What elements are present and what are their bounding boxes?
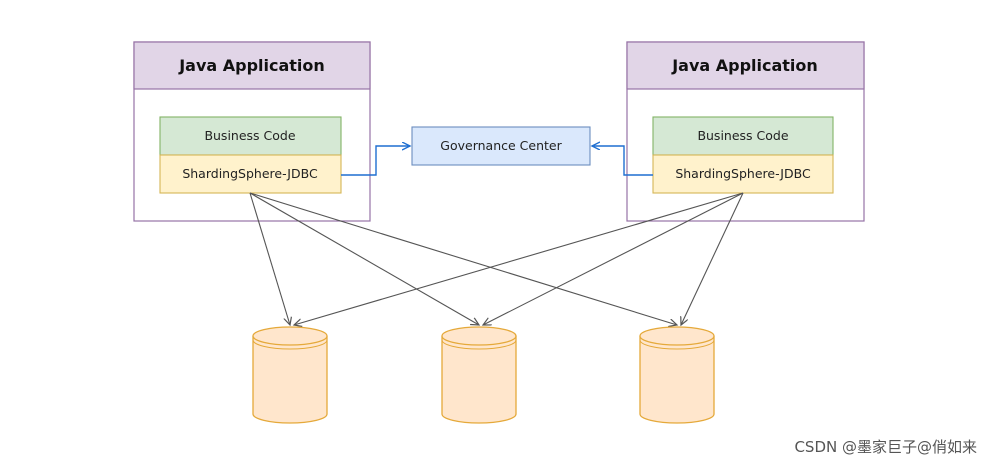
- arrow-left-jdbc-to-db3: [249, 192, 677, 325]
- business-code-box-right: [652, 116, 834, 156]
- app-header-right: [626, 41, 865, 90]
- connector-left-to-governance: [341, 146, 410, 176]
- database-1-top: [252, 326, 328, 346]
- arrow-left-jdbc-to-db1: [249, 192, 290, 325]
- connector-right-to-governance: [592, 146, 653, 176]
- database-2-body: [441, 336, 517, 424]
- app-title-left: Java Application: [178, 56, 325, 75]
- jdbc-box-right: [652, 154, 834, 194]
- arrow-left-jdbc-to-db2: [249, 192, 479, 325]
- database-2-top: [441, 326, 517, 346]
- arrow-right-jdbc-to-db1: [294, 192, 744, 325]
- database-2: [441, 326, 517, 424]
- java-application-left: Java Application Business Code ShardingS…: [133, 41, 371, 222]
- database-3-body: [639, 336, 715, 424]
- jdbc-label-right: ShardingSphere-JDBC: [675, 166, 811, 181]
- database-1: [252, 326, 328, 424]
- governance-center: Governance Center: [411, 126, 591, 166]
- database-3-rim: [639, 339, 715, 350]
- database-3-top: [639, 326, 715, 346]
- jdbc-box-left: [159, 154, 342, 194]
- database-1-rim: [252, 339, 328, 350]
- database-1-body: [252, 336, 328, 424]
- database-3: [639, 326, 715, 424]
- governance-center-label: Governance Center: [440, 138, 562, 153]
- business-code-box-left: [159, 116, 342, 156]
- business-code-label-right: Business Code: [697, 128, 788, 143]
- java-application-right: Java Application Business Code ShardingS…: [626, 41, 865, 222]
- arrow-right-jdbc-to-db3: [681, 192, 744, 325]
- watermark-text: CSDN @墨家巨子@俏如来: [794, 438, 977, 456]
- business-code-label-left: Business Code: [204, 128, 295, 143]
- app-header-left: [133, 41, 371, 90]
- arrow-right-jdbc-to-db2: [483, 192, 744, 325]
- governance-center-box: [411, 126, 591, 166]
- jdbc-label-left: ShardingSphere-JDBC: [182, 166, 318, 181]
- app-title-right: Java Application: [671, 56, 818, 75]
- database-2-rim: [441, 339, 517, 350]
